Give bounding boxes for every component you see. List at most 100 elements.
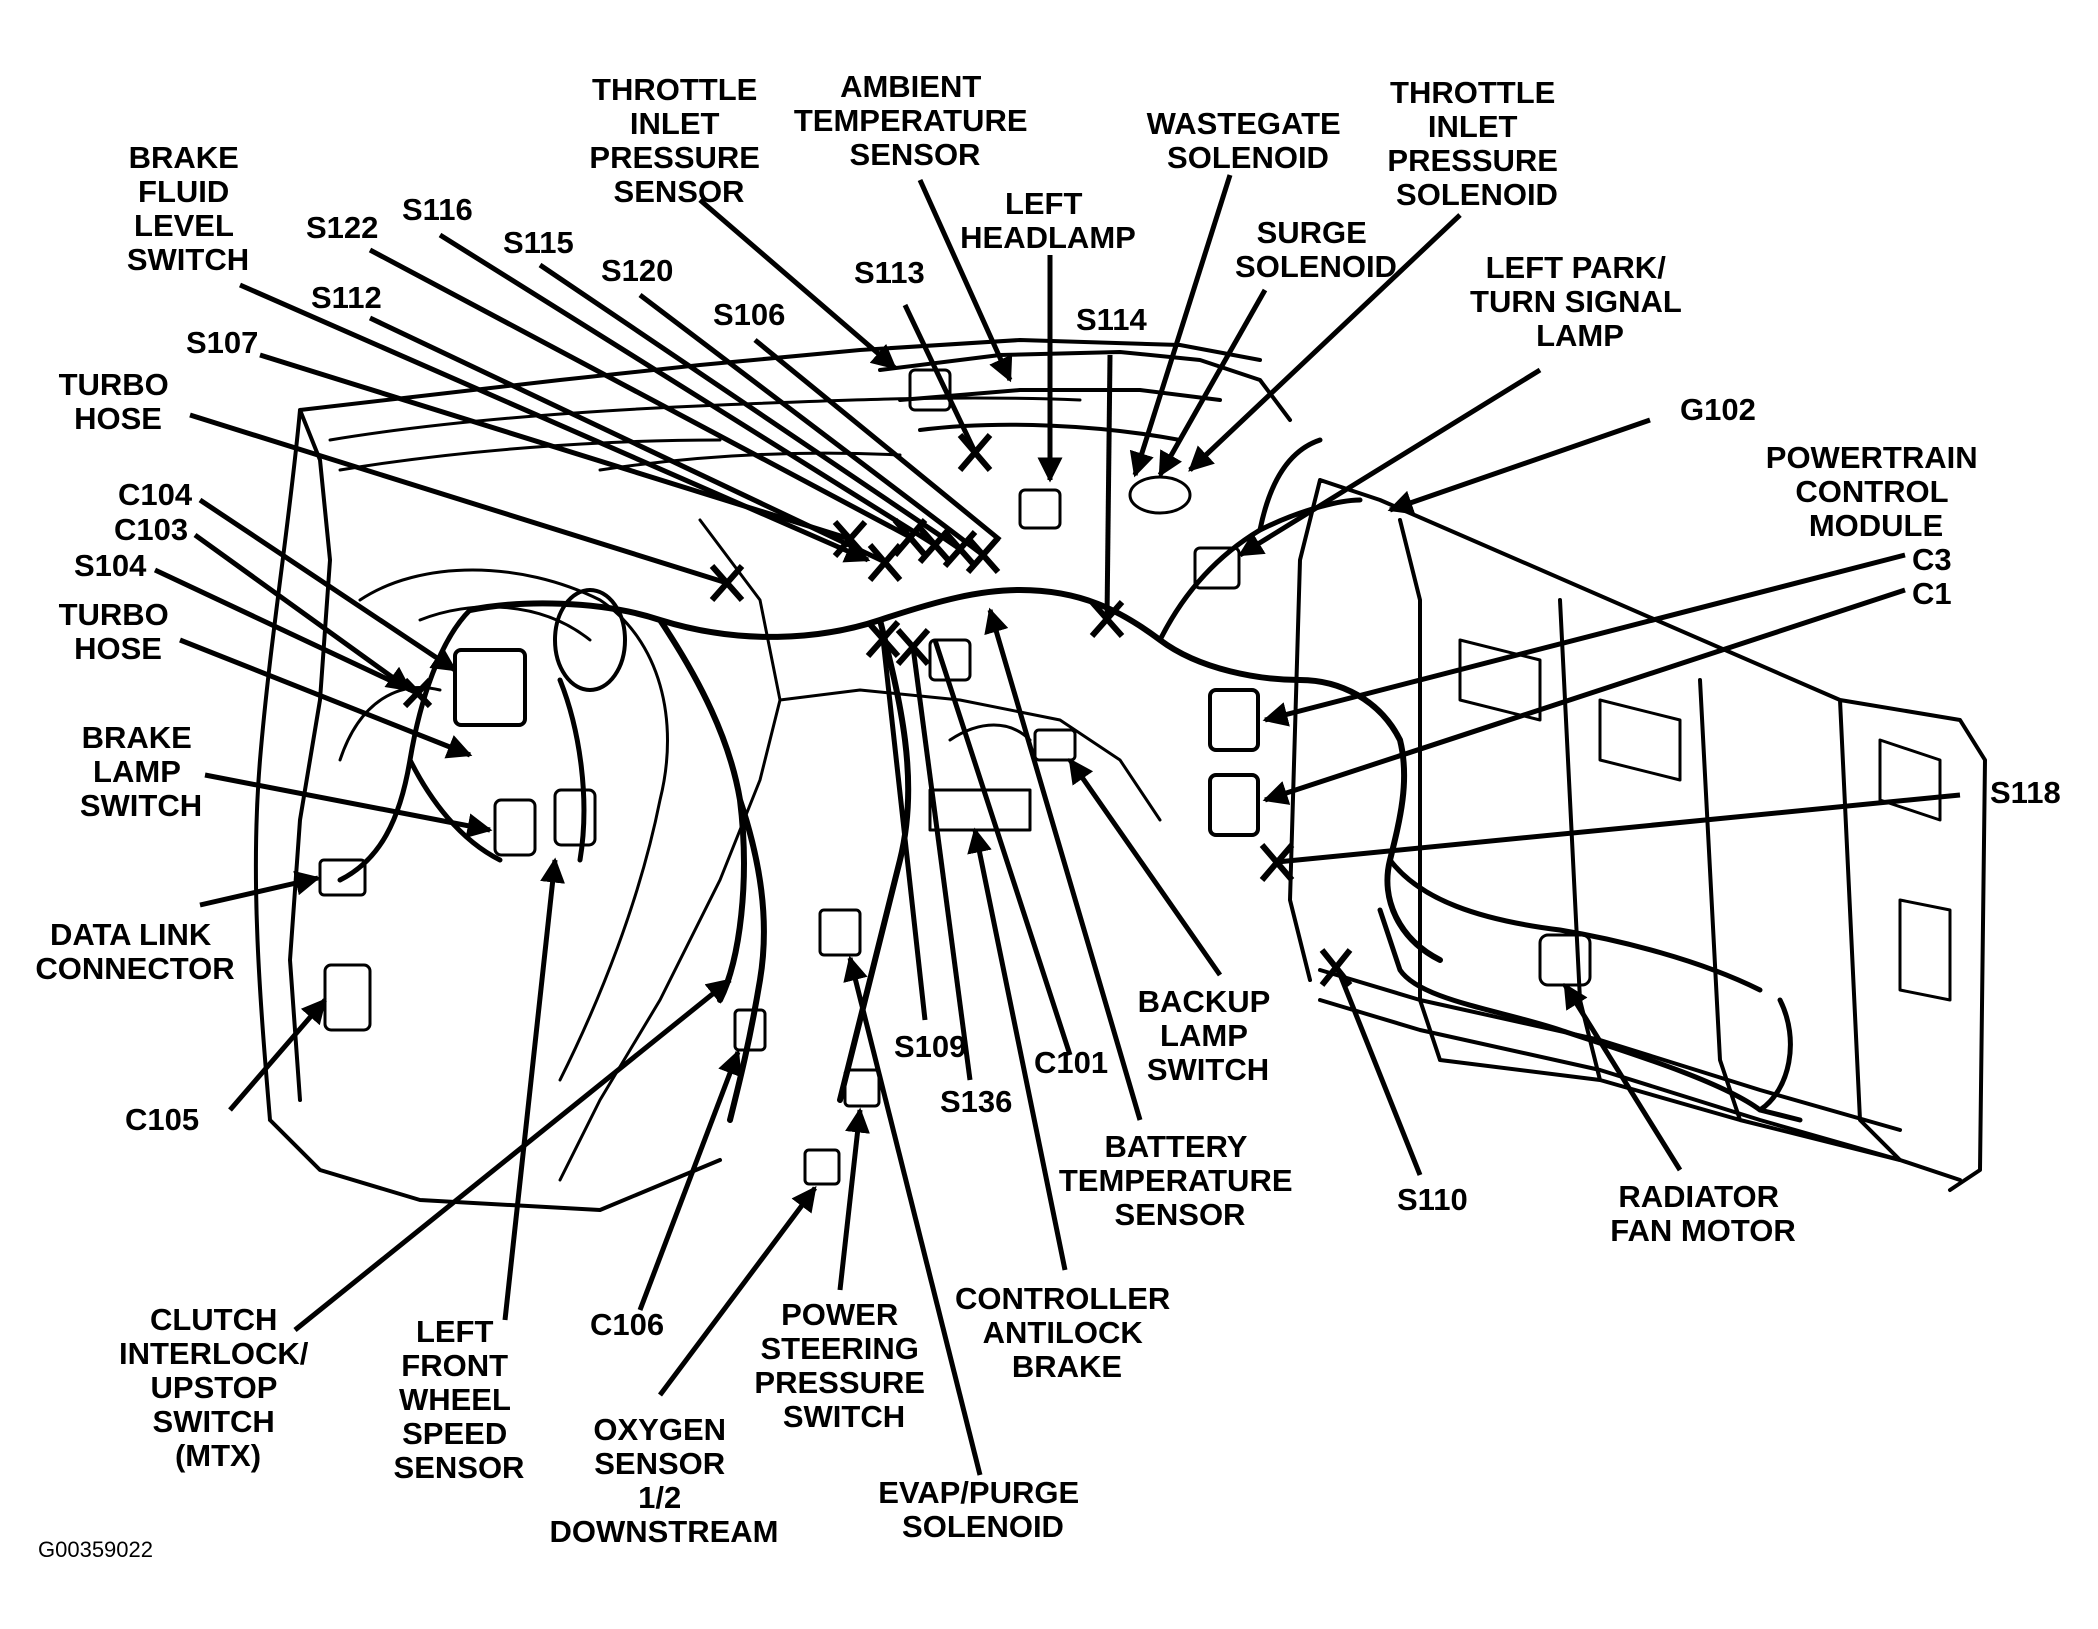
oxygen-sensor-connector	[803, 1148, 841, 1186]
label-left-front-wheel-speed-sensor: LEFT FRONT WHEEL SPEED SENSOR	[394, 1314, 525, 1485]
leader-s104	[153, 567, 419, 696]
label-ambient-temperature-sensor: AMBIENT TEMPERATURE SENSOR	[794, 69, 1036, 172]
label-c1: C1	[1912, 576, 1952, 611]
label-turbo-hose-lower: TURBO HOSE	[59, 597, 178, 666]
brake-lamp-switch-connector	[493, 798, 537, 857]
harness-branch-right	[1157, 437, 1763, 993]
radiator-support-brace	[1458, 638, 1952, 1002]
label-clutch-interlock-upstop-switch: CLUTCH INTERLOCK/ UPSTOP SWITCH (MTX)	[119, 1302, 317, 1473]
label-s115: S115	[503, 225, 574, 260]
leader-s107	[259, 352, 851, 542]
label-s110: S110	[1397, 1182, 1468, 1217]
label-brake-lamp-switch: BRAKE LAMP SWITCH	[80, 720, 202, 823]
leader-backup-lamp	[1067, 757, 1223, 977]
power-steering-switch-connector	[818, 908, 862, 957]
leader-power-steering	[837, 1107, 870, 1291]
leader-evap-purge	[843, 955, 983, 1476]
label-brake-fluid-level-switch: BRAKE FLUID LEVEL SWITCH	[127, 140, 249, 277]
leader-c1	[1262, 587, 1906, 805]
label-s120: S120	[601, 253, 673, 288]
leader-oxygen-sensor	[657, 1185, 818, 1397]
inner-fender-panel	[328, 396, 1162, 1182]
label-s104: S104	[74, 548, 147, 583]
harness-branch-left	[337, 607, 587, 883]
lower-crossmember	[1318, 968, 1902, 1162]
radiator-fan-connector	[1538, 933, 1592, 987]
label-s107: S107	[186, 325, 258, 360]
main-harness	[467, 587, 1443, 1123]
label-s118: S118	[1990, 775, 2061, 810]
leader-s109	[880, 638, 928, 1021]
leader-data-link	[199, 870, 321, 908]
label-oxygen-sensor-downstream: OXYGEN SENSOR 1/2 DOWNSTREAM	[549, 1412, 778, 1549]
leader-s120	[638, 293, 985, 557]
leader-brake-lamp-switch	[204, 772, 493, 839]
leader-s115	[538, 262, 962, 552]
label-s136: S136	[940, 1084, 1012, 1119]
leader-lines	[153, 174, 1961, 1476]
label-c3: C3	[1912, 542, 1952, 577]
leader-clutch-interlock	[293, 978, 732, 1332]
pcm-connector-c3	[1208, 688, 1260, 752]
label-controller-antilock-brake: CONTROLLER ANTILOCK BRAKE	[955, 1281, 1179, 1384]
label-powertrain-control-module: POWERTRAIN CONTROL MODULE	[1766, 440, 1986, 543]
label-c101: C101	[1034, 1045, 1108, 1080]
leader-s114	[1104, 354, 1113, 620]
cowl-panel	[878, 350, 1292, 442]
leader-c103	[193, 532, 413, 693]
leader-s116	[438, 232, 937, 548]
leader-controller-antilock	[967, 827, 1068, 1271]
radiator-hose	[1377, 907, 1803, 1123]
label-backup-lamp-switch: BACKUP LAMP SWITCH	[1138, 984, 1279, 1087]
leader-s122	[368, 247, 912, 540]
figure-id: G00359022	[38, 1537, 153, 1562]
ambient-sensor-connector	[908, 368, 952, 412]
aux-connector	[553, 788, 597, 847]
label-radiator-fan-motor: RADIATOR FAN MOTOR	[1610, 1179, 1795, 1248]
leader-surge-solenoid	[1157, 288, 1268, 478]
leader-c3	[1262, 552, 1906, 727]
component-labels: THROTTLE INLET PRESSURE SENSOR AMBIENT T…	[35, 69, 2060, 1562]
leader-turbo-hose-lower	[179, 637, 473, 759]
label-s106: S106	[713, 297, 785, 332]
brake-booster-grommet	[553, 588, 627, 692]
leader-c105	[228, 998, 327, 1112]
label-power-steering-pressure-switch: POWER STEERING PRESSURE SWITCH	[754, 1297, 933, 1434]
solenoid-cluster	[1128, 475, 1192, 515]
leader-throttle-inlet-solenoid	[1188, 213, 1462, 472]
leader-c104	[198, 497, 458, 673]
leader-wastegate	[1129, 174, 1233, 478]
label-s112: S112	[311, 280, 382, 315]
label-c103: C103	[114, 512, 188, 547]
label-surge-solenoid: SURGE SOLENOID	[1235, 215, 1397, 284]
label-evap-purge-solenoid: EVAP/PURGE SOLENOID	[878, 1475, 1088, 1544]
evap-connector	[843, 1068, 881, 1108]
leader-s136	[910, 646, 973, 1081]
label-left-park-turn-signal-lamp: LEFT PARK/ TURN SIGNAL LAMP	[1470, 250, 1690, 353]
leader-battery-temp	[984, 607, 1143, 1121]
park-lamp-connector	[1193, 546, 1241, 590]
engine-compartment-artwork	[253, 338, 1987, 1212]
battery-tray	[928, 723, 1032, 832]
c104-connector-body	[453, 648, 527, 727]
leader-turbo-hose-upper	[189, 412, 728, 586]
splice-x-s118	[1259, 843, 1295, 882]
label-battery-temperature-sensor: BATTERY TEMPERATURE SENSOR	[1059, 1129, 1301, 1232]
label-c106: C106	[590, 1307, 664, 1342]
leader-ambient-sensor	[917, 178, 1013, 383]
c106-connector	[733, 1008, 767, 1052]
label-wastegate-solenoid: WASTEGATE SOLENOID	[1147, 106, 1350, 175]
leader-s110	[1334, 966, 1423, 1176]
leader-throttle-inlet-sensor	[698, 198, 897, 370]
label-s122: S122	[306, 210, 378, 245]
label-data-link-connector: DATA LINK CONNECTOR	[35, 917, 234, 986]
label-g102: G102	[1680, 392, 1756, 427]
label-throttle-inlet-pressure-solenoid: THROTTLE INLET PRESSURE SOLENOID	[1387, 75, 1566, 212]
backup-lamp-switch-connector	[1033, 728, 1077, 762]
label-throttle-inlet-pressure-sensor: THROTTLE INLET PRESSURE SENSOR	[589, 72, 768, 209]
label-s116: S116	[402, 192, 473, 227]
label-turbo-hose-upper: TURBO HOSE	[59, 367, 178, 436]
label-left-headlamp: LEFT HEADLAMP	[960, 186, 1136, 255]
label-c104: C104	[118, 477, 193, 512]
